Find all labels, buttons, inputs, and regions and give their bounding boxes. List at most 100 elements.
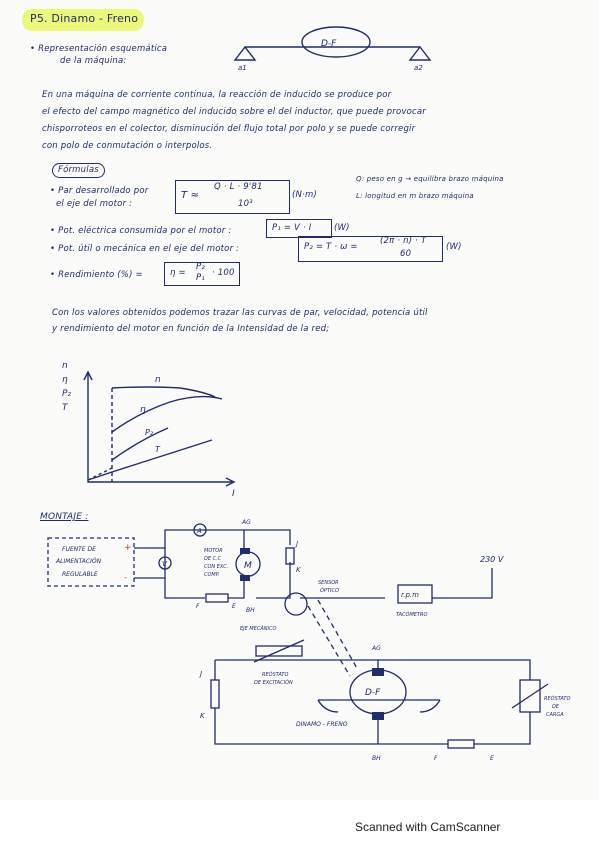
scanned-page	[0, 0, 599, 800]
resistor-fe-2	[447, 739, 475, 749]
voltmeter-label: V	[162, 560, 168, 568]
tachometer-box	[397, 584, 433, 604]
repr-label-1: • Representación esquemática	[30, 44, 168, 54]
montaje-label: MONTAJE :	[40, 512, 89, 522]
page-title: P5. Dinamo - Freno	[30, 12, 139, 25]
reostato-exc-label-2: DE EXCITACIÓN	[254, 679, 293, 686]
drawings: n η P₂ T I n η P₂ T D-F a1 a2	[47, 26, 570, 762]
p2-formula-den: 60	[400, 249, 412, 259]
k-label-1: K	[296, 566, 302, 574]
rpm-label: r.p.m	[401, 591, 419, 599]
ammeter	[193, 523, 207, 537]
reostato-carga	[519, 679, 541, 713]
reostato-carga-2: DE	[552, 704, 560, 710]
p1-formula-box	[266, 219, 332, 238]
graph-x-arrow	[225, 477, 236, 487]
motor-desc-3: CON EXC.	[204, 564, 228, 570]
wire-top	[134, 529, 291, 549]
footer-text: Scanned with CamScanner	[355, 820, 501, 834]
intro-line-1: En una máquina de corriente continua, la…	[42, 90, 392, 100]
curves-line-2: y rendimiento del motor en función de la…	[52, 324, 330, 334]
eta-text: • Rendimiento (%) =	[50, 270, 143, 280]
bh-label-2: BH	[372, 755, 381, 762]
curve-origin	[87, 467, 113, 481]
source-label-3: REGULABLE	[62, 571, 98, 578]
intro-line-3: chisporroteos en el colector, disminució…	[42, 124, 416, 134]
formulas-label: Fórmulas	[52, 163, 105, 178]
j-label-1: J	[294, 540, 298, 548]
motor-desc-4: COMP.	[204, 572, 220, 578]
par-text-1: • Par desarrollado por	[50, 186, 149, 196]
graph-x-label: I	[232, 489, 235, 499]
lower-wire-right	[474, 712, 531, 745]
par-formula-den: 10³	[238, 199, 253, 209]
par-text-2: el eje del motor :	[56, 199, 133, 209]
legend-q: Q: peso en g → equilibra brazo máquina	[356, 175, 504, 183]
p2-text: • Pot. útil o mecánica en el eje del mot…	[50, 244, 240, 254]
dinamo-label: DINAMO - FRENO	[296, 721, 348, 728]
reostato-exc-arrow	[253, 639, 305, 663]
bh-label-1: BH	[246, 607, 255, 614]
df-left-arc	[317, 699, 339, 713]
resistor-fe	[205, 593, 229, 603]
voltmeter	[158, 556, 172, 570]
shaft-dashed-2	[307, 605, 351, 677]
curve-n-label: n	[155, 375, 161, 385]
curve-t	[87, 439, 213, 481]
e-label-1: E	[232, 603, 236, 610]
f-label-2: F	[434, 755, 438, 762]
motor-brush-bot	[240, 575, 250, 581]
legend-l: L: longitud en m brazo máquina	[356, 192, 474, 200]
brush-ag	[372, 668, 384, 676]
machine-circle	[301, 26, 371, 58]
resistor-jk-2	[210, 679, 220, 709]
shaft-dashed-1	[317, 599, 359, 671]
a2-label: a2	[414, 64, 423, 72]
ammeter-label: A	[196, 527, 202, 535]
voltage-label: 230 V	[480, 555, 504, 564]
wire-jk	[256, 562, 291, 599]
wire-bottom	[134, 577, 205, 599]
sensor-label-2: ÓPTICO	[320, 587, 339, 594]
df-label: D-F	[321, 39, 337, 49]
graph-axes	[87, 374, 232, 483]
eta-formula-num: P₂	[196, 262, 205, 272]
support-left	[233, 45, 257, 61]
motor-desc-2: DE C.C	[204, 556, 222, 562]
p2-formula-num: (2π · n) · T	[380, 236, 427, 246]
source-label-1: FUENTE DE	[62, 546, 96, 553]
curve-p2-label: P₂	[145, 428, 154, 437]
plus-sign: +	[124, 543, 132, 553]
motor-label: M	[244, 561, 252, 571]
reostato-exc-label-1: REÓSTATO	[262, 671, 288, 678]
par-formula-box	[175, 180, 290, 214]
minus-sign: -	[124, 573, 127, 583]
eta-formula-lhs: η =	[170, 268, 186, 278]
p1-unit: (W)	[334, 223, 350, 233]
reostato-carga-3: CARGA	[546, 712, 564, 718]
ag-label-1: AG	[241, 519, 251, 526]
brush-bh	[372, 712, 384, 720]
graph-y-eta: η	[62, 375, 68, 385]
intro-line-2: el efecto del campo magnético del induci…	[42, 107, 426, 117]
title-highlight	[22, 9, 144, 31]
curve-n	[111, 386, 216, 398]
graph-y-p2: P₂	[62, 389, 71, 399]
graph-y-n: n	[62, 361, 68, 371]
p2-unit: (W)	[446, 242, 462, 252]
motor-desc-1: MOTOR	[204, 548, 223, 554]
tachometer-label: TACÓMETRO	[396, 611, 427, 618]
repr-label-2: de la máquina:	[60, 56, 127, 66]
par-formula-num: Q · L · 9'81	[214, 182, 263, 192]
graph-y-t: T	[62, 403, 69, 413]
footer-bar: Scanned with CamScanner	[0, 800, 599, 848]
resistor-jk	[285, 547, 295, 565]
a1-label: a1	[238, 64, 247, 72]
wire-motor-bot	[228, 578, 245, 599]
source-label-2: ALIMENTACIÓN	[55, 558, 102, 565]
curve-p2	[111, 427, 169, 461]
eta-formula-rhs: · 100	[212, 268, 235, 278]
p1-formula: P₁ = V · I	[272, 223, 312, 233]
lower-wire-top	[215, 659, 379, 672]
shaft-disc	[284, 592, 308, 616]
